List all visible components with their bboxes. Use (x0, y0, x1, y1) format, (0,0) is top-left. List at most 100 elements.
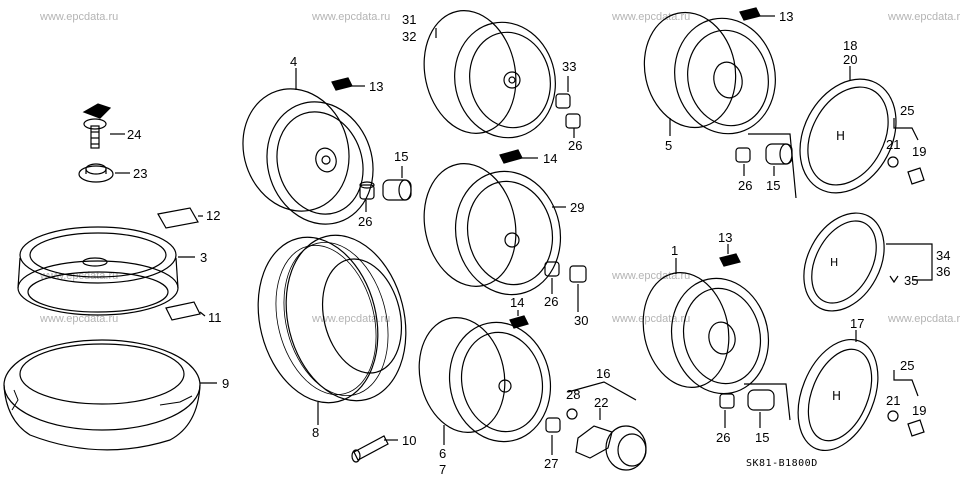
callout-3: 3 (200, 250, 207, 265)
callout-19a: 19 (912, 144, 926, 159)
watermark: www.epcdata.ru (40, 313, 119, 325)
callout-4: 4 (290, 54, 297, 69)
callout-35: 35 (904, 273, 918, 288)
callout-13b: 13 (779, 9, 793, 24)
svg-text:H: H (836, 129, 845, 143)
watermark: www.epcdata.ru (612, 270, 691, 282)
wheel-cover-17[interactable]: H (783, 328, 893, 463)
callout-17: 17 (850, 316, 864, 331)
callout-34: 34 (936, 248, 950, 263)
center-cap-15a[interactable] (382, 179, 412, 201)
balance-weight-14b[interactable] (509, 315, 529, 329)
callout-13a: 13 (369, 79, 383, 94)
valve-cap-19a[interactable] (907, 167, 925, 185)
steel-wheel-4[interactable] (227, 75, 388, 238)
callout-18: 18 (843, 38, 857, 53)
callout-15c: 15 (755, 430, 769, 445)
center-cap-assembly-16[interactable] (575, 425, 647, 471)
callout-26e: 26 (716, 430, 730, 445)
callout-33: 33 (562, 59, 576, 74)
callout-26b: 26 (568, 138, 582, 153)
watermark: www.epcdata.ru (888, 11, 960, 23)
callout-25a: 25 (900, 103, 914, 118)
catalog-code: SK81-B1800D (746, 458, 818, 469)
center-cap-15b[interactable] (765, 143, 793, 165)
callout-11: 11 (208, 310, 222, 325)
callout-8: 8 (312, 425, 319, 440)
callout-36: 36 (936, 264, 950, 279)
callout-7: 7 (439, 462, 446, 477)
watermark: www.epcdata.ru (40, 11, 119, 23)
lug-nut-26d[interactable] (735, 147, 751, 163)
callout-14b: 14 (510, 295, 524, 310)
screw-28[interactable] (566, 408, 578, 420)
balance-weight-13a[interactable] (331, 77, 353, 91)
lug-nut-26e[interactable] (719, 393, 735, 409)
lug-nut-26c[interactable] (544, 261, 560, 277)
callout-10: 10 (402, 433, 416, 448)
callout-30: 30 (574, 313, 588, 328)
callout-13c: 13 (718, 230, 732, 245)
clip-21a[interactable] (887, 156, 899, 168)
steel-wheel-5[interactable] (634, 4, 786, 143)
callout-19b: 19 (912, 403, 926, 418)
tire-8[interactable] (241, 222, 422, 415)
callout-21b: 21 (886, 393, 900, 408)
callout-22: 22 (594, 395, 608, 410)
spare-tire-bolt[interactable] (82, 103, 112, 149)
callout-12: 12 (206, 208, 220, 223)
alloy-wheel-29[interactable] (413, 155, 572, 304)
balance-weight-13b[interactable] (739, 7, 761, 21)
callout-28: 28 (566, 387, 580, 402)
balance-weight-13c[interactable] (719, 253, 741, 267)
callout-26c: 26 (544, 294, 558, 309)
callout-5: 5 (665, 138, 672, 153)
wheel-cover-18-20[interactable]: H (781, 62, 915, 209)
lug-nut-33[interactable] (555, 93, 571, 109)
callout-6: 6 (439, 446, 446, 461)
callout-25b: 25 (900, 358, 914, 373)
tire-label-sticker[interactable] (157, 207, 203, 229)
callout-16: 16 (596, 366, 610, 381)
lug-nut-26b[interactable] (565, 113, 581, 129)
watermark: www.epcdata.ru (612, 11, 691, 23)
callout-15a: 15 (394, 149, 408, 164)
clip-35[interactable] (889, 275, 899, 284)
spare-tire[interactable] (3, 339, 201, 451)
watermark: www.epcdata.ru (888, 313, 960, 325)
callout-23: 23 (133, 166, 147, 181)
alloy-wheel-6-7[interactable] (409, 310, 562, 452)
watermark: www.epcdata.ru (312, 11, 391, 23)
callout-24: 24 (127, 127, 141, 142)
balance-weight-14a[interactable] (499, 149, 523, 164)
center-cap-15c[interactable] (747, 389, 775, 411)
lug-nut-27[interactable] (545, 417, 561, 433)
wheel-cover-34-36[interactable]: H (788, 199, 900, 325)
valve-cap-19b[interactable] (907, 419, 925, 437)
alloy-wheel-31-32[interactable] (413, 2, 566, 147)
callout-32: 32 (402, 29, 416, 44)
callout-29: 29 (570, 200, 584, 215)
callout-15b: 15 (766, 178, 780, 193)
callout-31: 31 (402, 12, 416, 27)
svg-text:H: H (832, 389, 841, 403)
valve-stem[interactable] (351, 435, 389, 463)
callout-26d: 26 (738, 178, 752, 193)
steel-wheel-1[interactable] (633, 265, 779, 403)
clip-21b[interactable] (887, 410, 899, 422)
center-cap-30[interactable] (569, 265, 587, 283)
callout-21a: 21 (886, 137, 900, 152)
spare-tire-wing-nut[interactable] (78, 163, 114, 183)
callout-9: 9 (222, 376, 229, 391)
callout-26a: 26 (358, 214, 372, 229)
callout-1: 1 (671, 243, 678, 258)
spare-wheel-rim[interactable] (17, 226, 179, 316)
tire-pressure-label[interactable] (165, 301, 201, 321)
watermark: www.epcdata.ru (312, 313, 391, 325)
callout-20: 20 (843, 52, 857, 67)
callout-14a: 14 (543, 151, 557, 166)
lug-nut-26a[interactable] (359, 181, 375, 200)
callout-27: 27 (544, 456, 558, 471)
